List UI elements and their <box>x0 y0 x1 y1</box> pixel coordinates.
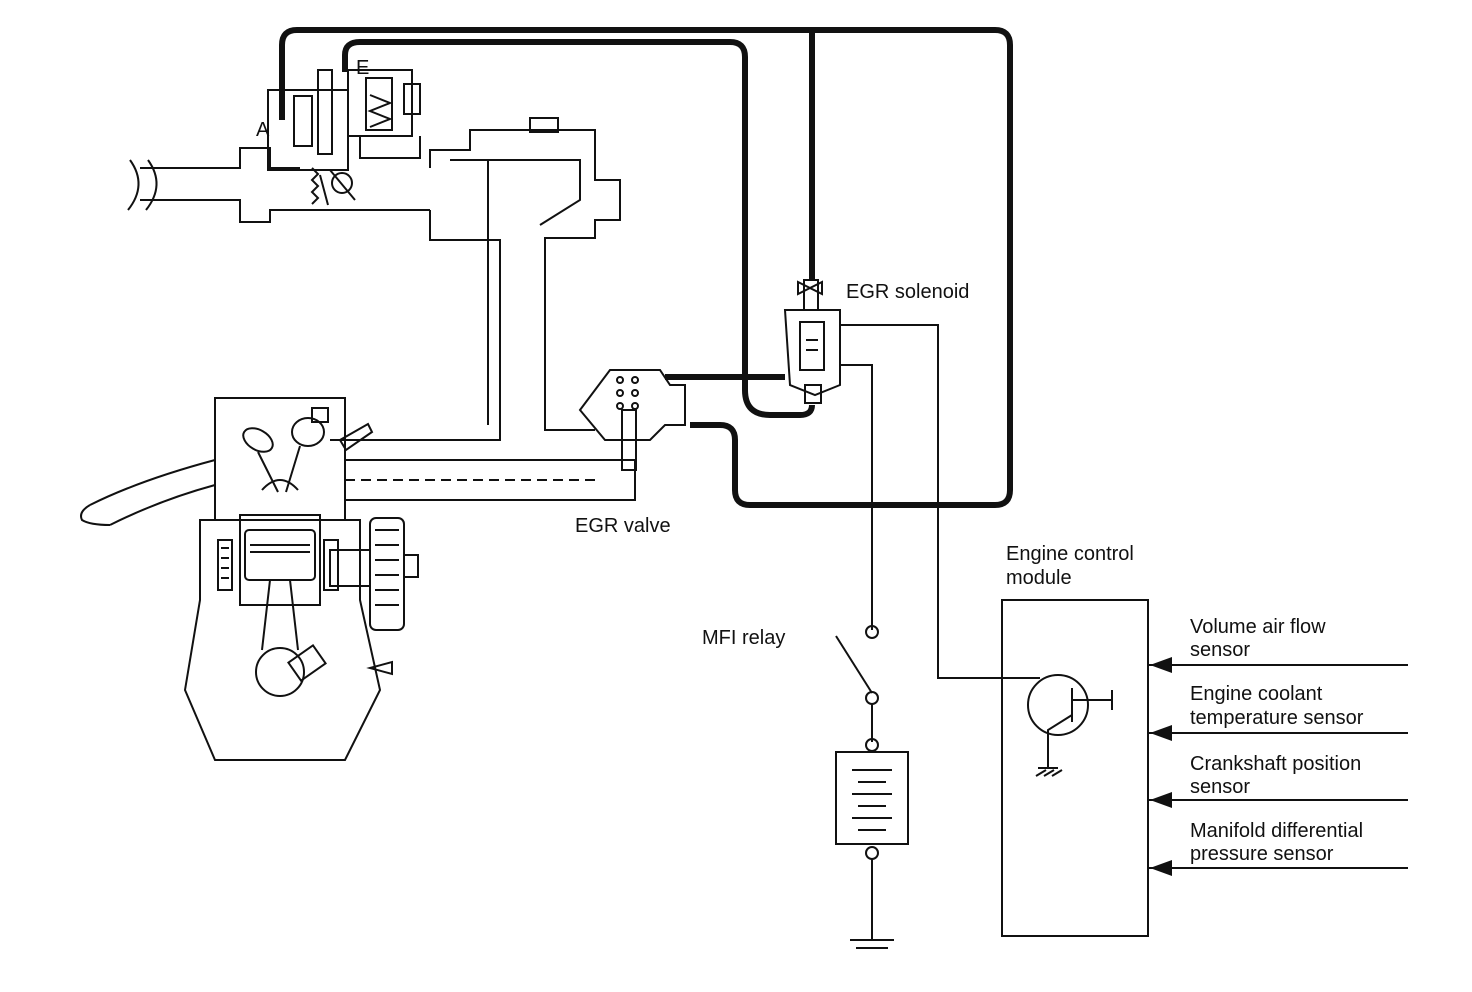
relay-contact-bottom <box>865 691 879 705</box>
sensor-2-line1: Engine coolant <box>1190 683 1323 705</box>
wire-solenoid-relay <box>840 364 873 630</box>
cylinder-bore <box>239 514 321 606</box>
throttle-plate <box>331 172 353 194</box>
sensor-4-line1: Manifold differential <box>1190 820 1363 842</box>
sensor-arrow-3 <box>1150 792 1172 808</box>
sensor-3-line1: Crankshaft position <box>1190 753 1361 775</box>
sensor-2-line2: temperature sensor <box>1190 707 1364 729</box>
egr-valve <box>578 369 686 471</box>
piston <box>244 529 316 581</box>
spark-plug <box>338 422 374 452</box>
label-ecm-line2: module <box>1006 567 1072 589</box>
egr-solenoid <box>783 279 841 404</box>
intake-system <box>127 69 636 501</box>
battery <box>835 751 909 845</box>
hose-port-a <box>279 27 1013 508</box>
ground-symbol <box>850 939 894 949</box>
exhaust-valve <box>291 417 325 447</box>
wiring <box>835 324 1040 949</box>
label-port-e: E <box>356 57 369 79</box>
cylinder-head <box>214 397 346 521</box>
sensor-4-line2: pressure sensor <box>1190 843 1334 865</box>
relay-switch-arm <box>835 635 873 694</box>
engine-control-module <box>1001 599 1408 937</box>
sensor-arrows <box>1150 657 1172 876</box>
label-egr-solenoid: EGR solenoid <box>846 281 969 303</box>
engine-assembly <box>80 397 419 761</box>
sensor-arrow-1 <box>1150 657 1172 673</box>
connecting-rod <box>261 579 299 651</box>
ecm-box <box>1001 599 1149 937</box>
intake-valve <box>242 427 274 453</box>
sensor-arrow-2 <box>1150 725 1172 741</box>
relay-contact-top <box>865 625 879 639</box>
solenoid-valve-symbol <box>797 280 823 296</box>
label-mfi-relay: MFI relay <box>702 627 785 649</box>
vacuum-hoses <box>279 27 1013 508</box>
port-e-housing <box>347 69 413 137</box>
sensor-1-line2: sensor <box>1190 639 1250 661</box>
wire-solenoid-ecm <box>840 324 1040 679</box>
crankshaft <box>255 647 305 697</box>
sensor-arrow-4 <box>1150 860 1172 876</box>
label-ecm-line1: Engine control <box>1006 543 1134 565</box>
hose-port-e <box>342 39 815 418</box>
label-port-a: A <box>256 119 270 141</box>
ecm-transistor <box>1027 674 1089 736</box>
engine-block <box>183 519 382 761</box>
sensor-1-line1: Volume air flow <box>1190 616 1326 638</box>
sensor-3-line2: sensor <box>1190 776 1250 798</box>
label-egr-valve: EGR valve <box>575 515 671 537</box>
